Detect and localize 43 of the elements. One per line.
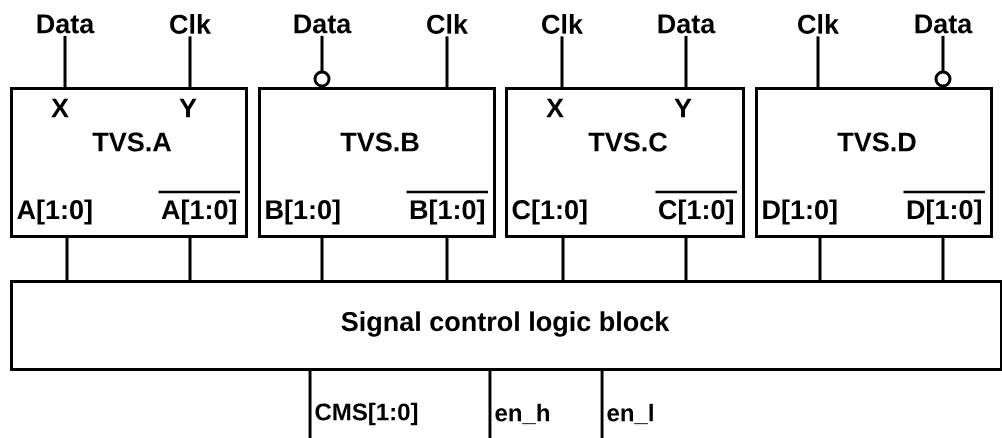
wire [684,35,688,87]
logic-block: Signal control logic block [10,280,1002,371]
port-label: D[1:0] [903,190,985,225]
wire [488,371,492,438]
edge-label: en_h [493,402,552,426]
signal-label: Data [915,14,973,34]
port-label: Y [179,98,197,118]
wire [560,36,564,87]
wire [188,36,192,87]
wire [63,35,67,87]
wire [445,238,449,280]
wire [818,238,822,280]
port-label: D[1:0] [763,199,837,225]
wire [600,371,604,438]
wire [684,238,688,280]
port-label: C[1:0] [512,199,587,225]
wire [445,36,449,87]
wire [308,371,312,438]
wire [65,238,69,280]
signal-label: Clk [170,14,212,34]
port-label: X [546,98,564,118]
edge-label: CMS[1:0] [313,401,420,427]
port-label: C[1:0] [655,190,737,225]
port-label: Y [674,98,692,118]
wire [188,238,192,280]
signal-label: Data [294,14,352,34]
port-label: A[1:0] [17,199,92,225]
signal-label: Clk [427,14,469,34]
signal-label: Data [658,14,716,34]
signal-label: Clk [798,14,840,34]
port-label: B[1:0] [266,199,340,225]
wire [941,238,945,280]
port-label: B[1:0] [406,190,488,225]
signal-label: Clk [542,14,584,34]
wire [561,238,565,280]
wire [313,35,331,88]
edge-label: en_l [605,402,656,426]
port-label: A[1:0] [158,190,240,225]
port-label: X [51,98,69,118]
wire [934,35,952,88]
wire [320,238,324,280]
wire [816,36,820,87]
signal-label: Data [37,14,95,34]
